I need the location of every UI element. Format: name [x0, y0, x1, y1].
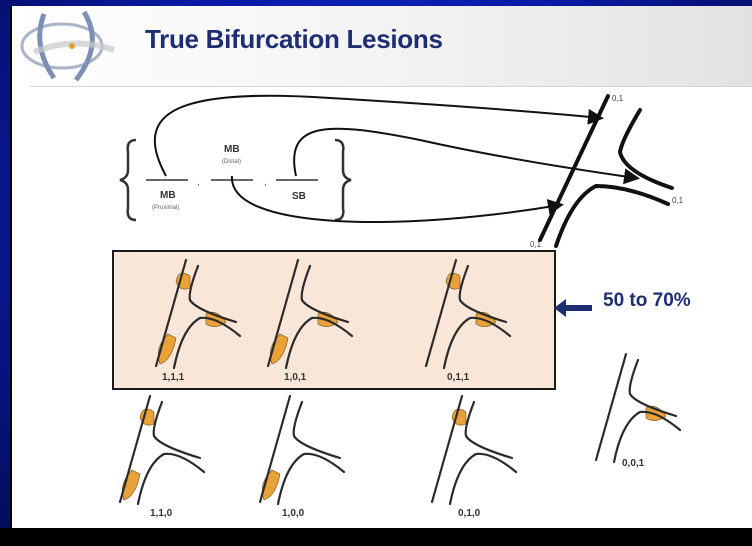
svg-text:,: ,	[197, 177, 200, 188]
lesion-label: 1,0,0	[282, 508, 304, 519]
vessel-wall	[460, 266, 506, 322]
lesion-diagram-1-0-0	[260, 396, 344, 504]
vessel-wall	[286, 318, 352, 368]
svg-text:,: ,	[264, 177, 267, 188]
vessel-wall	[294, 402, 340, 458]
lesion-label: 1,1,1	[162, 372, 184, 383]
vessel-wall	[630, 360, 676, 416]
vessel-wall	[278, 454, 344, 504]
lesion-diagram-1-1-0	[120, 396, 204, 504]
formula-mb-distal-sub: (Distal)	[222, 159, 241, 165]
vessel-wall	[596, 354, 626, 460]
lesion-diagram-0-0-1	[596, 354, 680, 462]
formula-mb-distal: MB	[224, 144, 240, 155]
lesion-label: 0,1,0	[458, 508, 480, 519]
arrow-distal	[232, 176, 560, 222]
vessel-wall	[466, 402, 512, 458]
lesion-diagram-0-1-0	[432, 396, 516, 504]
schematic-label-top: 0,1	[612, 94, 623, 103]
lesion-label: 0,1,1	[447, 372, 469, 383]
vessel-wall	[302, 266, 348, 322]
vessel-wall	[444, 318, 510, 368]
vessel-wall	[614, 412, 680, 462]
lesion-diagram-0-1-1	[426, 260, 510, 368]
lesion-diagram-1-1-1	[156, 260, 240, 368]
vessel-wall	[154, 402, 200, 458]
vessel-wall	[138, 454, 204, 504]
bottom-strip	[0, 528, 752, 546]
percentage-arrow-icon	[554, 299, 592, 317]
lesion-label: 0,0,1	[622, 458, 644, 469]
vessel-wall	[432, 396, 462, 502]
formula-sb: SB	[292, 191, 306, 202]
formula-mb-proximal-sub: (Proximal)	[152, 205, 179, 211]
arrow-side	[294, 129, 636, 178]
schematic-label-right: 0,1	[672, 196, 683, 205]
vessel-wall	[190, 266, 236, 322]
schematic-label-bottom: 0,1	[530, 240, 541, 249]
percentage-text: 50 to 70%	[603, 290, 691, 312]
vessel-wall	[426, 260, 456, 366]
vessel-wall	[450, 454, 516, 504]
lesion-diagrams	[120, 260, 680, 504]
vessel-wall	[174, 318, 240, 368]
lesion-label: 1,0,1	[284, 372, 306, 383]
lesion-label: 1,1,0	[150, 508, 172, 519]
lesion-diagram-1-0-1	[268, 260, 352, 368]
formula-mb-proximal: MB	[160, 190, 176, 201]
bifurcation-schematic	[540, 96, 672, 246]
